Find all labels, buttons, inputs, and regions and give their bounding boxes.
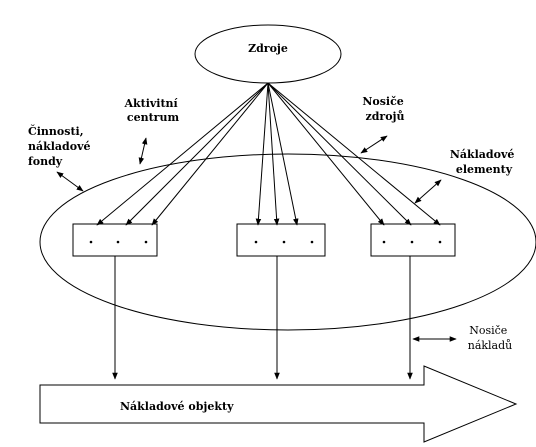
activity-center-label: Aktivitní centrum [123,97,181,124]
cost-elements-pointer [414,179,442,204]
resource-drivers-pointer [360,135,388,154]
activity-box-3 [370,223,456,257]
activities-label: Činnosti, nákladové fondy [28,124,94,168]
cost-drivers-label: Nosiče nákladů [468,324,513,352]
activity-box-2 [236,223,326,257]
activity-center-pointer [138,137,148,165]
activities-ellipse [39,153,536,331]
activities-pointer [56,171,84,192]
cost-elements-label: Nákladové elementy [450,148,518,176]
activity-box-1 [72,223,158,257]
resource-drivers-label: Nosiče zdrojů [362,95,407,123]
cost-objects-label: Nákladové objekty [120,400,234,413]
cost-objects-arrow [39,365,518,443]
resource-driver-arrows [96,82,441,226]
cost-driver-arrows [112,256,413,380]
resources-label: Zdroje [248,42,288,55]
